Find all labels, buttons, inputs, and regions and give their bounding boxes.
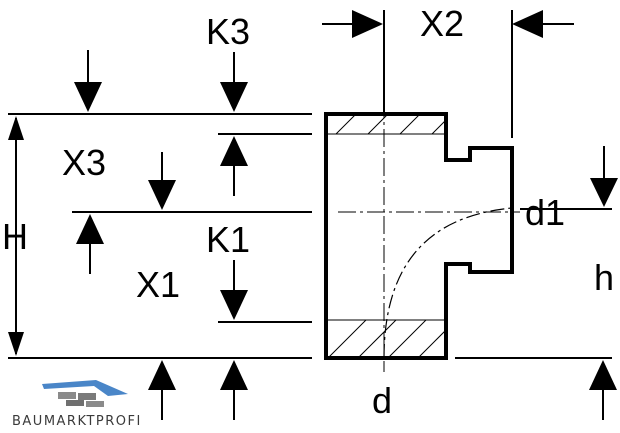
- label-x1: X1: [136, 264, 180, 305]
- label-d1: d1: [525, 192, 565, 233]
- arrow-down-icon: [148, 180, 176, 210]
- logo-brick: [86, 401, 104, 407]
- arrow-up-icon: [76, 214, 104, 244]
- arrow-up-icon: [589, 360, 617, 390]
- arrow-up-icon: [148, 360, 176, 390]
- logo-brick: [66, 400, 84, 406]
- x2-extension-lines: [383, 10, 513, 138]
- tee-fitting-body: [324, 100, 520, 372]
- arrow-up-icon: [220, 360, 248, 390]
- arrow-down-icon: [590, 178, 618, 207]
- arrow-down-icon: [220, 290, 248, 320]
- labels: K3 X2 X3 H K1 X1 d1 h d: [2, 3, 614, 421]
- h-dimension: [8, 116, 24, 356]
- reference-lines: [8, 113, 612, 359]
- label-k3: K3: [206, 11, 250, 52]
- arrow-right-icon: [352, 10, 383, 38]
- arrows: [74, 10, 618, 420]
- logo-brick: [78, 393, 96, 400]
- arrow-down-icon: [8, 332, 24, 356]
- arrow-down-icon: [74, 82, 102, 112]
- hatch-top: [335, 114, 446, 134]
- arrow-up-icon: [220, 136, 248, 166]
- arrow-down-icon: [220, 82, 248, 112]
- label-k1: K1: [206, 219, 250, 260]
- label-x2: X2: [420, 3, 464, 44]
- label-x3: X3: [62, 142, 106, 183]
- logo-roof-icon: [42, 380, 128, 396]
- arrow-left-icon: [512, 10, 543, 38]
- logo-wordmark: BAUMARKTPROFI: [12, 414, 142, 428]
- arrow-up-icon: [8, 116, 24, 140]
- label-d: d: [372, 380, 392, 421]
- hatch-bottom: [327, 320, 446, 358]
- label-h-total: H: [2, 216, 28, 257]
- label-h: h: [594, 257, 614, 298]
- flow-arc: [383, 207, 513, 359]
- baumarktprofi-logo: BAUMARKTPROFI: [12, 380, 142, 429]
- logo-brick: [58, 392, 76, 399]
